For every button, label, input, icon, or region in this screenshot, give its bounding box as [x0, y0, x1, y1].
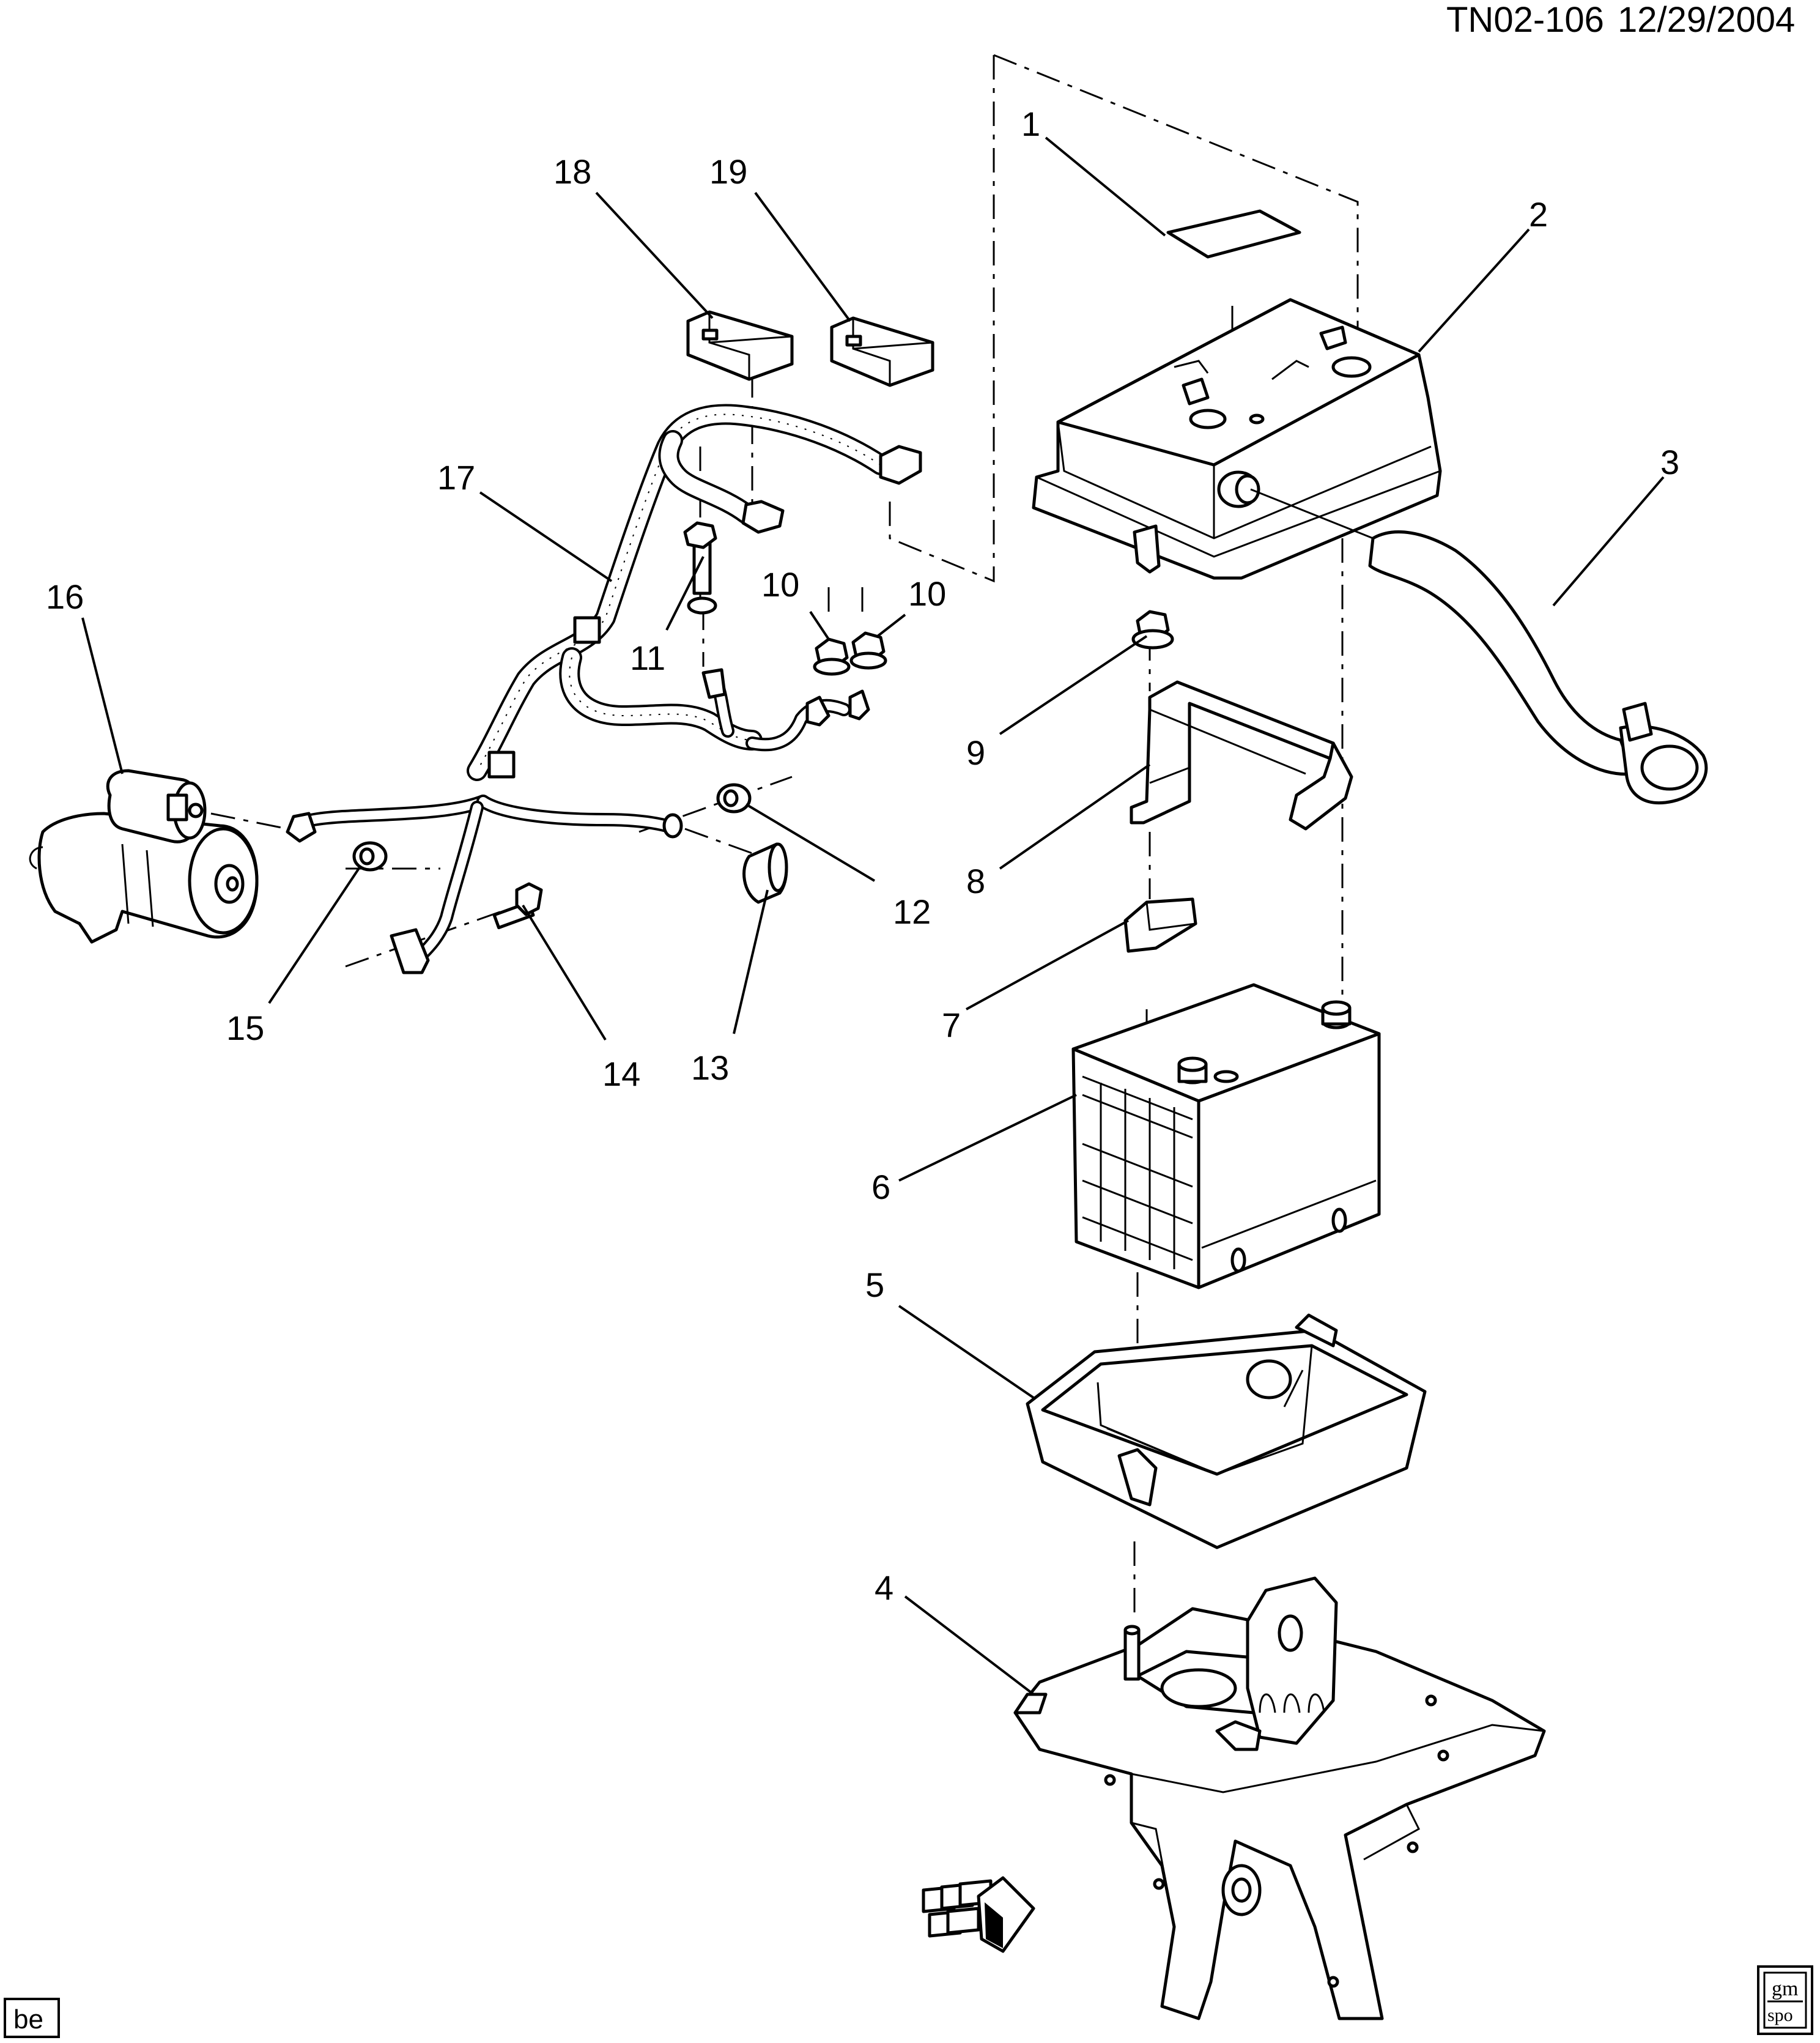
callout-6: 6 — [871, 1168, 890, 1206]
logo-text-top: gm — [1772, 1978, 1798, 2000]
part-9-nut — [1131, 610, 1174, 650]
callout-11: 11 — [630, 639, 665, 677]
part-2-battery-cover — [1032, 298, 1442, 580]
callout-10-left: 10 — [761, 565, 799, 604]
part-19-terminal-cover — [830, 316, 934, 387]
part-15-nut — [352, 841, 388, 872]
corner-tag: be — [4, 1998, 60, 2038]
callout-14: 14 — [602, 1055, 640, 1093]
callout-8: 8 — [966, 862, 985, 900]
gm-spo-logo-icon: gm spo — [1757, 1965, 1813, 2035]
callout-12: 12 — [893, 892, 931, 931]
part-18-terminal-cover — [686, 310, 794, 381]
part-8-hold-down-bracket — [1130, 680, 1353, 831]
callout-2: 2 — [1529, 195, 1548, 234]
part-16-starter-motor — [29, 769, 259, 944]
logo-text-bottom: spo — [1767, 2005, 1793, 2025]
part-14-bolt — [492, 882, 543, 930]
callout-10-right: 10 — [908, 574, 946, 613]
front-direction-arrow-icon — [922, 1876, 1035, 1953]
callout-19: 19 — [709, 152, 747, 191]
part-7-wedge — [1123, 897, 1197, 953]
corner-tag-text: be — [13, 2004, 43, 2034]
callout-5: 5 — [865, 1266, 884, 1304]
callout-16: 16 — [46, 577, 84, 616]
callout-17: 17 — [437, 458, 475, 497]
part-13-boot — [742, 842, 788, 904]
callout-4: 4 — [875, 1568, 893, 1607]
part-6-battery — [1071, 983, 1381, 1289]
leader-lines — [81, 136, 1665, 1696]
drawing-date: 12/29/2004 — [1618, 0, 1795, 40]
part-1-label-decal — [1166, 209, 1301, 259]
callout-7: 7 — [942, 1006, 961, 1044]
callout-15: 15 — [226, 1009, 264, 1047]
part-4-tray-bracket — [1013, 1576, 1546, 2020]
part-12-grommet — [716, 783, 752, 814]
callout-13: 13 — [691, 1048, 729, 1087]
callout-18: 18 — [553, 152, 591, 191]
part-3-vent-tube — [1250, 488, 1708, 805]
drawing-id: TN02-106 — [1446, 0, 1604, 40]
callout-numbers: 1 2 3 4 5 6 7 8 9 10 10 11 12 13 14 15 1… — [46, 105, 1679, 1607]
callout-3: 3 — [1660, 443, 1679, 481]
callout-9: 9 — [966, 733, 985, 772]
part-10-nut-right — [849, 631, 887, 670]
part-17-battery-cable-harness — [286, 404, 922, 974]
part-5-battery-tray — [1026, 1313, 1427, 1549]
callout-1: 1 — [1021, 105, 1040, 143]
part-10-nut-left — [813, 637, 851, 676]
part-11-bolt — [683, 521, 717, 615]
